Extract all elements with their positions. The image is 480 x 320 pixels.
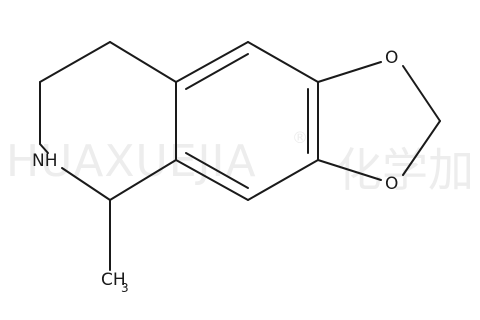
bond-o-bottom-c11: [317, 159, 382, 181]
bond-c8a-c9-double: [185, 53, 249, 90]
bond-c12-c4a-double: [185, 152, 249, 189]
bond-c12-c4a: [175, 159, 249, 201]
bond-c6-n: [39, 143, 49, 154]
bond-o-top-ch2: [402, 65, 441, 122]
watermark-registered-mark: ®: [292, 128, 308, 147]
atom-labels: O O NH CH 3: [32, 48, 398, 295]
bond-n-c5: [61, 167, 111, 201]
bond-c9-c10: [247, 41, 319, 83]
oxygen-bottom-label: O: [385, 174, 398, 194]
bond-c8a-c8: [109, 41, 177, 83]
bonds: [39, 41, 441, 271]
bond-c11-c12: [247, 159, 319, 201]
bond-c8-c7: [39, 41, 111, 83]
watermark-latin: HUAXUEJIA: [6, 136, 257, 187]
bond-c10-o-top: [317, 61, 382, 83]
bond-c8a-c9: [175, 41, 249, 83]
watermark-cjk: 化学加: [336, 143, 474, 197]
oxygen-top-label: O: [385, 48, 398, 68]
nh-label: NH: [32, 151, 58, 171]
bond-ch2-o-bottom: [402, 120, 441, 176]
bond-c5-c4a: [109, 159, 177, 201]
ch3-label: CH: [101, 270, 126, 290]
ch3-subscript: 3: [121, 281, 129, 295]
